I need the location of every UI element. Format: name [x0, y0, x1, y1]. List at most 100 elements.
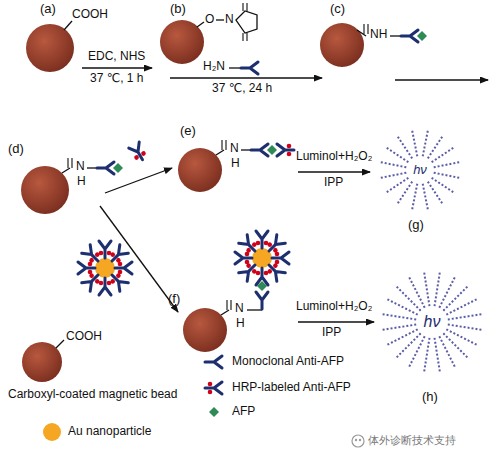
atom-label: H [231, 157, 240, 171]
light-ray [381, 325, 417, 331]
reagent-label: IPP [324, 176, 343, 190]
light-ray [381, 162, 407, 167]
atom-label: N [225, 13, 234, 27]
light-ray [423, 184, 428, 210]
reaction-arrow [105, 168, 172, 193]
watermark: 体外诊断技术支持 [368, 434, 456, 447]
condition-label: 37 ℃, 24 h [212, 82, 272, 96]
legend-text: Monoclonal Anti-AFP [232, 355, 344, 369]
light-ray [386, 298, 418, 314]
hrp-antibody-symbol [238, 261, 259, 282]
atom-label: N [235, 302, 244, 316]
reaction-arrow [170, 77, 322, 78]
light-ray [428, 137, 442, 159]
light-burst [381, 131, 459, 209]
panel-label: (f) [168, 292, 180, 307]
legend-text: Carboxyl-coated magnetic bead [8, 388, 177, 402]
light-ray [423, 131, 428, 157]
magnetic-bead [26, 21, 74, 72]
watermark-icon [352, 435, 364, 447]
hrp-antibody-symbol [256, 268, 269, 285]
light-ray [398, 182, 412, 204]
hrp-antibody-symbol [256, 231, 269, 248]
legend-text: Au nanoparticle [68, 425, 151, 439]
group-label: COOH [66, 330, 102, 344]
hrp-antibody-symbol [238, 234, 259, 255]
hrp-antibody-symbol [235, 252, 252, 265]
light-ray [395, 333, 421, 359]
atom-label: H [236, 317, 245, 331]
light-ray [446, 298, 478, 314]
reagent-label: IPP [322, 326, 341, 340]
light-ray [386, 329, 418, 345]
light-ray [387, 148, 409, 162]
hrp-antibody-symbol [81, 244, 102, 265]
hrp-antibody-symbol [265, 261, 286, 282]
reaction-arrow [82, 67, 152, 68]
hrp-antibody-symbol [115, 262, 132, 275]
light-ray [412, 131, 417, 157]
reagent-label: Luminol+H₂O₂ [296, 300, 372, 314]
au-conjugate [78, 241, 132, 295]
light-ray [428, 182, 442, 204]
light-ray [435, 338, 441, 374]
light-ray [412, 184, 417, 210]
antibody-symbol [241, 62, 258, 74]
light-ray [448, 325, 484, 331]
light-ray [395, 285, 421, 311]
panel-label: (d) [8, 142, 24, 157]
light-ray [439, 276, 455, 308]
panel-label: (h) [422, 390, 438, 405]
panel-label: (b) [170, 2, 186, 17]
reagent-label: EDC, NHS [88, 50, 145, 64]
legend-text: HRP-labeled Anti-AFP [232, 381, 351, 395]
light-ray [435, 271, 441, 307]
light-ray [446, 329, 478, 345]
light-ray [434, 162, 460, 167]
reaction-arrow [298, 321, 374, 322]
light-ray [398, 137, 412, 159]
hrp-antibody-symbol [272, 252, 289, 265]
hrp-antibody-symbol [108, 244, 129, 265]
sandwich-bead [183, 281, 268, 352]
atom-label: N [230, 142, 239, 156]
light-ray [434, 173, 460, 178]
panel-label: (c) [330, 2, 345, 17]
hrp-antibody-symbol [78, 262, 95, 275]
atom-label: N [76, 160, 85, 174]
light-ray [432, 148, 454, 162]
bond-line [229, 67, 241, 68]
reaction-arrow [298, 171, 370, 172]
group-label: COOH [72, 8, 108, 22]
light-ray [432, 178, 454, 192]
condition-label: 37 ℃, 1 h [90, 72, 144, 86]
hrp-antibody-symbol [129, 142, 148, 163]
antigen-bead [21, 158, 123, 214]
light-ray [424, 338, 430, 374]
atom-label: O [205, 13, 214, 27]
group-label: H₂N [203, 60, 225, 74]
panel-label: (a) [40, 2, 56, 17]
panel-label: (e) [180, 124, 196, 139]
group-label: NH [370, 28, 387, 42]
hrp-antibody-symbol [265, 234, 286, 255]
antibody-bead [320, 23, 427, 67]
reaction-arrow [395, 79, 488, 80]
light-ray [448, 314, 484, 320]
hrp-antibody-symbol [81, 271, 102, 292]
hrp-antibody-symbol [99, 278, 112, 295]
light-label: hν [424, 313, 441, 331]
light-ray [443, 285, 469, 311]
light-burst [381, 271, 484, 374]
nhs-ester-bead [160, 3, 257, 64]
light-ray [381, 314, 417, 320]
panel-label: (g) [408, 218, 424, 233]
reagent-label: Luminol+H₂O₂ [296, 150, 372, 164]
hrp-antibody-symbol [99, 241, 112, 258]
light-ray [381, 173, 407, 178]
hrp-antibody-symbol [108, 271, 129, 292]
atom-label: H [77, 175, 86, 189]
legend-text: AFP [232, 405, 255, 419]
sandwich-bead [178, 140, 294, 192]
